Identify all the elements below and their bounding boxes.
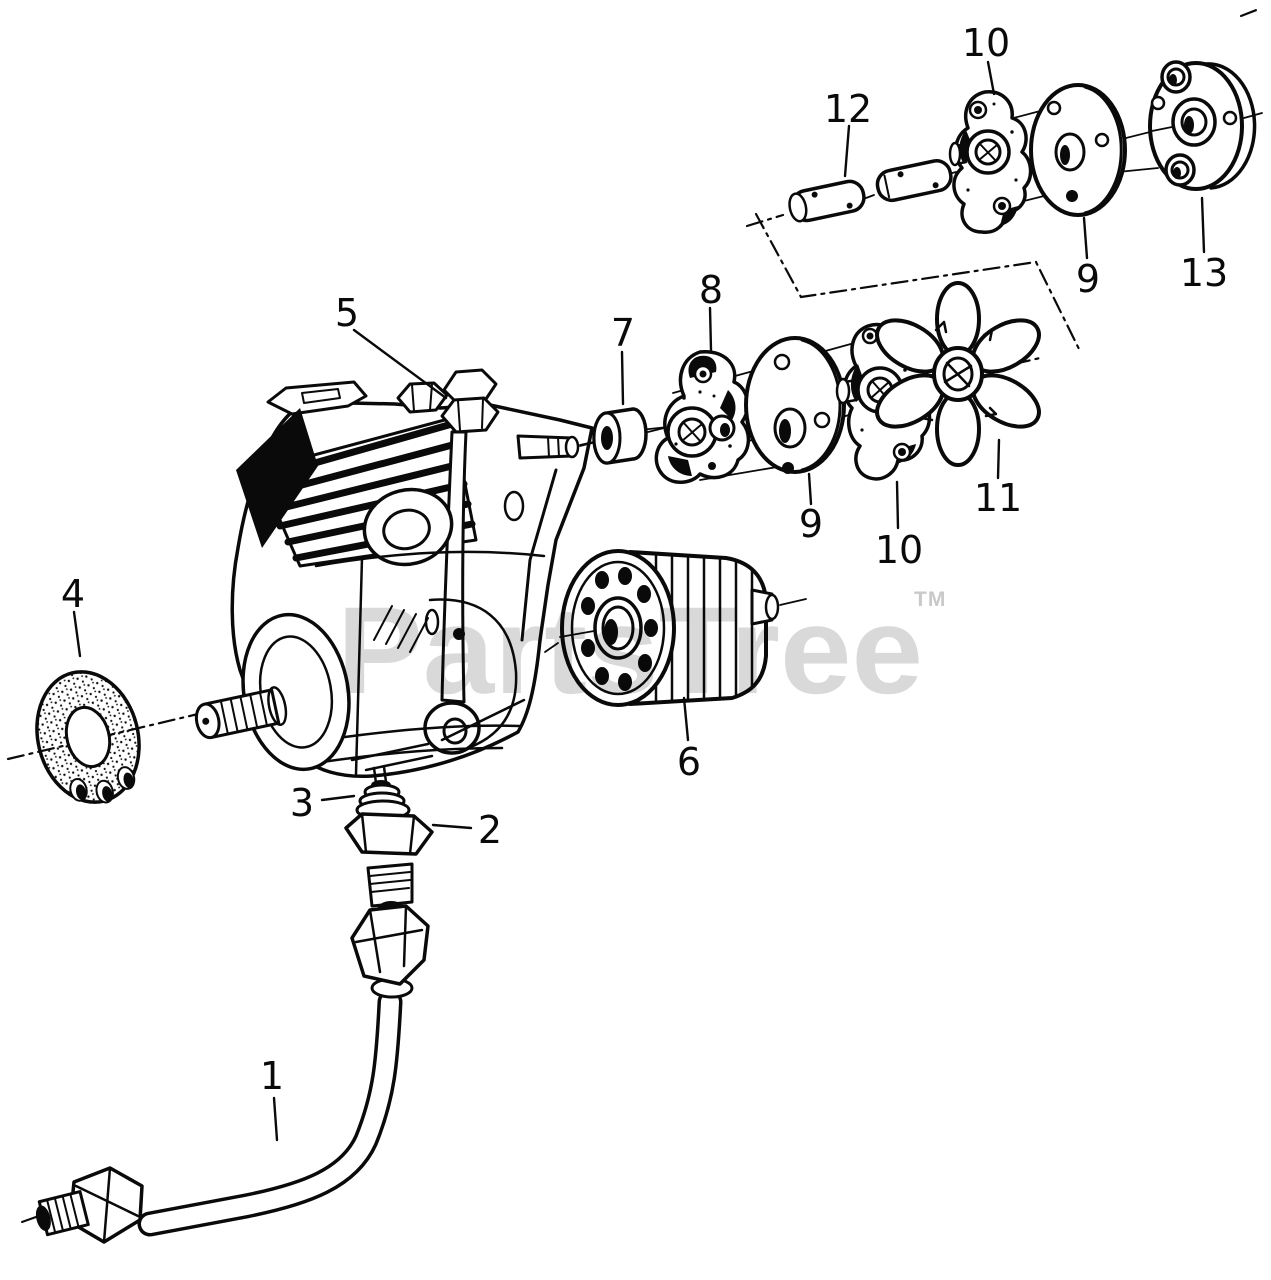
callout-12: 12 — [824, 87, 872, 131]
pump-output-shaft — [516, 434, 599, 460]
callout-5: 5 — [335, 291, 359, 335]
callout-2: 2 — [478, 808, 502, 852]
part8-stipple — [674, 390, 732, 472]
fitting-hex-nut — [344, 812, 434, 856]
callout-9-middle: 9 — [799, 502, 823, 546]
watermark-tm: TM — [914, 588, 946, 611]
callout-11: 11 — [974, 476, 1022, 520]
tube-lower-hex-fitting — [21, 1166, 144, 1244]
tube-upper-hex-nut — [350, 904, 430, 999]
callout-1: 1 — [260, 1054, 284, 1098]
shaft-nut-part7 — [592, 407, 648, 465]
fan-rotation-arrows — [920, 320, 998, 422]
rotor-shaft-tip — [750, 588, 807, 626]
pump-top-tab — [266, 380, 368, 416]
washer-rivet-holes — [69, 766, 136, 804]
pump-splined-shaft — [194, 686, 288, 740]
pump-hex-bolt-b — [440, 368, 500, 434]
valve-plate-part8 — [654, 350, 751, 484]
drive-pins-part12 — [788, 159, 953, 223]
rotor-part6 — [544, 549, 807, 707]
gasket-washer-part4 — [35, 670, 141, 804]
pump-body-part5 — [194, 368, 599, 779]
fan-part11 — [875, 281, 1041, 467]
pump-front-cover — [241, 612, 351, 772]
drain-fitting-parts3-2 — [344, 765, 434, 919]
callout-10-middle: 10 — [875, 528, 923, 572]
watermark-text: PartsTree — [337, 582, 923, 720]
callout-7: 7 — [611, 311, 635, 355]
callout-10-top: 10 — [962, 21, 1010, 65]
wear-plate-part9-top — [1029, 83, 1127, 217]
callouts: 10 12 9 13 8 7 5 9 10 11 4 6 3 2 1 — [61, 21, 1228, 1098]
wear-plate-part9-middle — [744, 336, 846, 474]
callout-4: 4 — [61, 572, 85, 616]
suction-tube-part1 — [21, 904, 430, 1244]
callout-3: 3 — [290, 781, 314, 825]
callout-13: 13 — [1180, 251, 1228, 295]
callout-8: 8 — [699, 268, 723, 312]
end-cap-part13 — [1148, 60, 1257, 191]
callout-9-top: 9 — [1076, 257, 1100, 301]
carrier-part10-top — [948, 90, 1033, 234]
rotor-piston-holes — [581, 567, 658, 691]
leader-lines — [72, 60, 1206, 1142]
pump-hatch-marks — [373, 605, 429, 653]
part10t-stipple — [966, 102, 1018, 192]
pump-boss-ring — [362, 487, 454, 567]
callout-6: 6 — [677, 740, 701, 784]
